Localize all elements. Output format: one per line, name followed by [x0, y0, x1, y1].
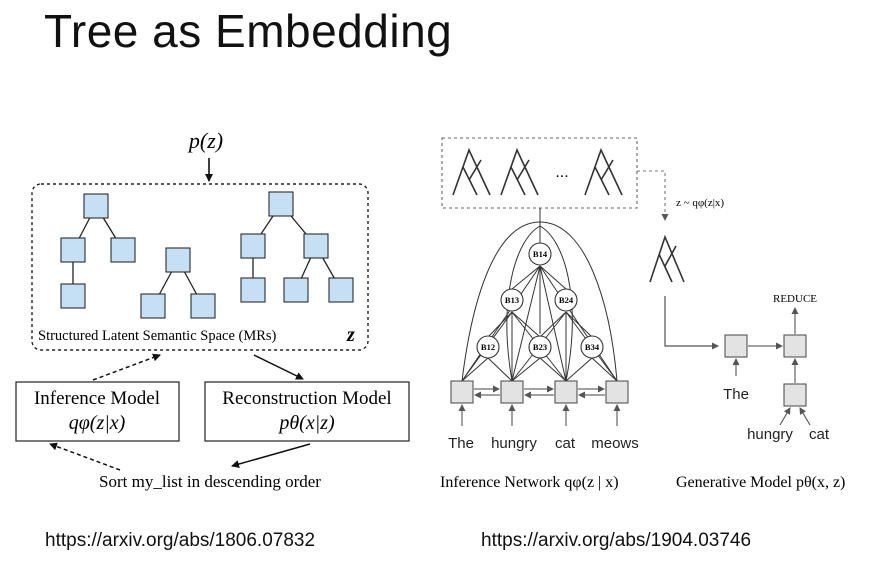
chart-node: [554, 288, 578, 312]
generated-word: hungry: [747, 426, 793, 443]
chart-node-label: B12: [481, 342, 495, 352]
tree-node: [283, 277, 309, 303]
inference-network-caption: Inference Network qφ(z | x): [440, 474, 619, 491]
paper-link-1[interactable]: https://arxiv.org/abs/1806.07832: [45, 530, 316, 551]
sample-tree-icons: [452, 147, 623, 196]
inference-model-title: Inference Model: [34, 388, 160, 409]
inference-model-box: [15, 381, 180, 442]
ellipsis: ...: [555, 164, 568, 181]
tree-node: [60, 283, 86, 309]
reconstruction-model-box: [204, 381, 410, 442]
latent-to-reconstruction-arrow: [253, 354, 304, 380]
chart-node: [580, 335, 604, 359]
generator-cell: [783, 383, 807, 407]
sample-arrow: [637, 170, 669, 221]
latent-space-label: Structured Latent Semantic Space (MRs): [38, 328, 277, 344]
reduce-label: REDUCE: [773, 293, 817, 305]
sentence-to-inference-arrow: [49, 442, 121, 471]
generative-model-caption: Generative Model pθ(x, z): [676, 474, 845, 491]
encoder-cell: [450, 380, 474, 404]
prior-label: p(z): [187, 128, 223, 153]
latent-var: z: [346, 324, 355, 346]
chart-node: [476, 335, 500, 359]
tree-icon: [452, 147, 491, 196]
chart-node-label: B24: [559, 295, 574, 305]
tree-icon: [500, 147, 539, 196]
encoder-cell: [605, 380, 629, 404]
generator-cell: [724, 334, 748, 358]
tree-node: [140, 293, 166, 319]
tree-node: [240, 233, 266, 259]
chart-node-label: B23: [533, 342, 547, 352]
inference-to-latent-arrow: [92, 353, 161, 381]
tree-node: [268, 191, 294, 217]
latent-space-box: [31, 183, 369, 351]
sample-label: z ~ qφ(z|x): [676, 197, 724, 209]
input-word: The: [448, 435, 474, 452]
chart-node-label: B13: [505, 295, 519, 305]
paper-link-2[interactable]: https://arxiv.org/abs/1904.03746: [481, 530, 752, 551]
input-word: cat: [555, 435, 576, 452]
tree-samples-box: [441, 137, 638, 209]
reconstruction-to-sentence-arrow: [231, 443, 311, 468]
chart-node: [528, 335, 552, 359]
tree-node: [83, 193, 109, 219]
chart-node: [500, 288, 524, 312]
tree-node: [165, 247, 191, 273]
reconstruction-model-title: Reconstruction Model: [222, 388, 391, 409]
tree-node: [328, 277, 354, 303]
left-diagram: p(z): [15, 128, 410, 491]
tree-node: [60, 237, 86, 263]
right-diagram: ... z ~ qφ(z|x): [440, 137, 845, 491]
generator-cell: [783, 334, 807, 358]
encoder-cell: [500, 380, 524, 404]
input-word: hungry: [491, 435, 537, 452]
tree-node: [110, 237, 136, 263]
tree-node: [190, 293, 216, 319]
chart-node-label: B34: [585, 342, 600, 352]
input-word: meows: [591, 435, 639, 452]
chart-node-label: B14: [533, 249, 548, 259]
generated-word: The: [723, 386, 749, 403]
tree-to-generator-arrow: [664, 296, 719, 350]
tree-icon: [584, 147, 623, 196]
slide-title: Tree as Embedding: [44, 5, 453, 57]
inference-model-formula: qφ(z|x): [69, 412, 126, 434]
reconstruction-model-formula: pθ(x|z): [277, 412, 335, 434]
encoder-cell: [554, 380, 578, 404]
sampled-tree-icon: [649, 234, 685, 283]
tree-node: [240, 277, 266, 303]
generated-word: cat: [809, 426, 830, 443]
tree-node: [303, 233, 329, 259]
input-sentence: Sort my_list in descending order: [99, 472, 321, 491]
chart-node: [528, 242, 552, 266]
